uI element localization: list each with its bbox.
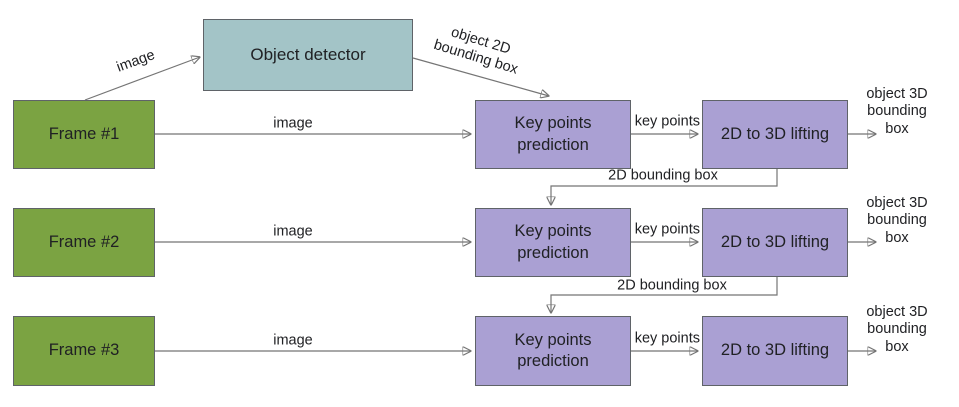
frame-2-label: Frame #2: [48, 232, 120, 251]
edge-label-image-row2: image: [273, 223, 313, 240]
lifting-box-row1: 2D to 3D lifting: [702, 100, 848, 169]
keypoints-box-row3: Key points prediction: [475, 316, 631, 386]
keypoints-label-row1: Key points prediction: [514, 114, 592, 154]
connector-bbox-row2-row3: [551, 277, 778, 313]
object-detector-label: Object detector: [250, 44, 366, 64]
keypoints-label-row3: Key points prediction: [514, 330, 592, 370]
edge-label-object-3d-bbox-row3: object 3D bounding box: [866, 303, 928, 355]
lifting-box-row3: 2D to 3D lifting: [702, 316, 848, 386]
frame-3-box: Frame #3: [13, 316, 155, 386]
edge-label-key-points-row2: key points: [634, 221, 700, 238]
lifting-label-row1: 2D to 3D lifting: [720, 124, 830, 143]
arrow-image-frame1-to-detector: [84, 57, 200, 101]
lifting-box-row2: 2D to 3D lifting: [702, 208, 848, 277]
arrow-detector-to-keypoints-row1: [412, 57, 549, 96]
edge-label-2d-bbox-row1-row2: 2D bounding box: [608, 167, 718, 184]
edge-label-object-3d-bbox-row2: object 3D bounding box: [866, 194, 928, 246]
keypoints-label-row2: Key points prediction: [514, 222, 592, 262]
edge-label-image-row3: image: [273, 332, 313, 349]
frame-3-label: Frame #3: [48, 341, 120, 360]
connector-bbox-row1-row2: [551, 169, 778, 205]
keypoints-box-row2: Key points prediction: [475, 208, 631, 277]
edge-label-image-row1: image: [273, 115, 313, 132]
frame-2-box: Frame #2: [13, 208, 155, 277]
frame-1-label: Frame #1: [48, 124, 120, 143]
edge-label-key-points-row3: key points: [634, 330, 700, 347]
lifting-label-row2: 2D to 3D lifting: [720, 232, 830, 251]
lifting-label-row3: 2D to 3D lifting: [720, 341, 830, 360]
edge-label-key-points-row1: key points: [634, 113, 700, 130]
edge-label-2d-bbox-row2-row3: 2D bounding box: [617, 277, 727, 294]
keypoints-box-row1: Key points prediction: [475, 100, 631, 169]
object-detector-box: Object detector: [203, 19, 413, 91]
edge-label-object-3d-bbox-row1: object 3D bounding box: [866, 85, 928, 137]
frame-1-box: Frame #1: [13, 100, 155, 169]
